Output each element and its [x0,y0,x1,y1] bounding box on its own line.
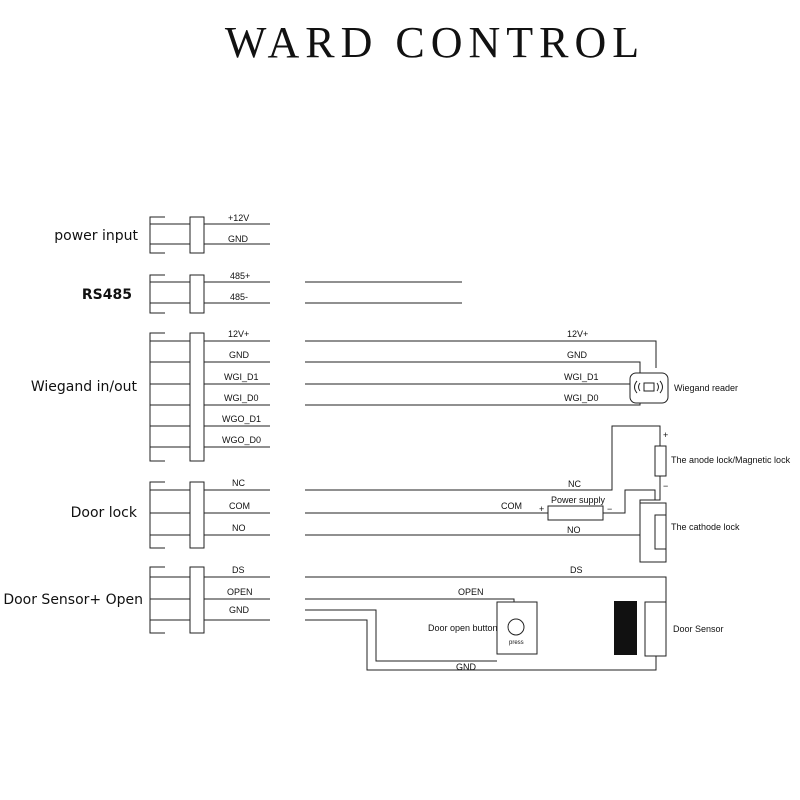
rs485-label: RS485 [82,287,132,303]
pin-label: OPEN [227,587,253,597]
door-lock-terminal [149,425,667,563]
pin-label: GND [229,350,250,360]
pin-label: DS [232,565,245,575]
power-supply-plus: + [539,504,544,514]
pin-label: WGI_D1 [224,372,259,382]
pin-label: WGO_D0 [222,435,261,445]
wire-label: NO [567,525,581,535]
door-sensor-label: Door Sensor [673,624,724,634]
wire-label: COM [501,501,522,511]
press-label: press [509,640,524,646]
pin-label: WGO_D1 [222,414,261,424]
pin-label: 12V+ [228,329,249,339]
pin-label: WGI_D0 [224,393,259,403]
power-supply-minus: − [607,504,612,514]
pin-label: COM [229,501,250,511]
anode-plus: + [663,430,668,440]
door-open-button-label: Door open button [428,623,498,633]
power-input-terminal [149,216,270,254]
wiegand-reader-label: Wiegand reader [674,383,738,393]
power-input-label: power input [54,228,138,244]
wiegand-terminal [149,332,657,462]
page-title: WARD CONTROL [225,18,645,67]
wire-label: DS [570,565,583,575]
door-sensor-open-label: Door Sensor+ Open [3,592,143,608]
pin-label: 485- [230,292,248,302]
wire-label: 12V+ [567,329,588,339]
wire-label: OPEN [458,587,484,597]
wire-label: NC [568,479,581,489]
anode-minus: − [663,481,668,491]
door-sensor-terminal [149,566,667,671]
wire-label: GND [456,662,477,672]
wiegand-reader [629,372,669,404]
power-supply-label: Power supply [551,495,606,505]
rs485-terminal [149,274,462,314]
wiegand-label: Wiegand in/out [31,379,138,395]
cathode-lock-label: The cathode lock [671,522,740,532]
anode-lock-label: The anode lock/Magnetic lock [671,455,791,465]
pin-label: GND [229,605,250,615]
door-lock-label: Door lock [71,505,138,521]
wire-label: WGI_D0 [564,393,599,403]
wire-label: GND [567,350,588,360]
pin-label: 485+ [230,271,250,281]
wire-label: WGI_D1 [564,372,599,382]
pin-label: NC [232,478,245,488]
pin-label: NO [232,523,246,533]
pin-label: GND [228,234,249,244]
pin-label: +12V [228,213,249,223]
